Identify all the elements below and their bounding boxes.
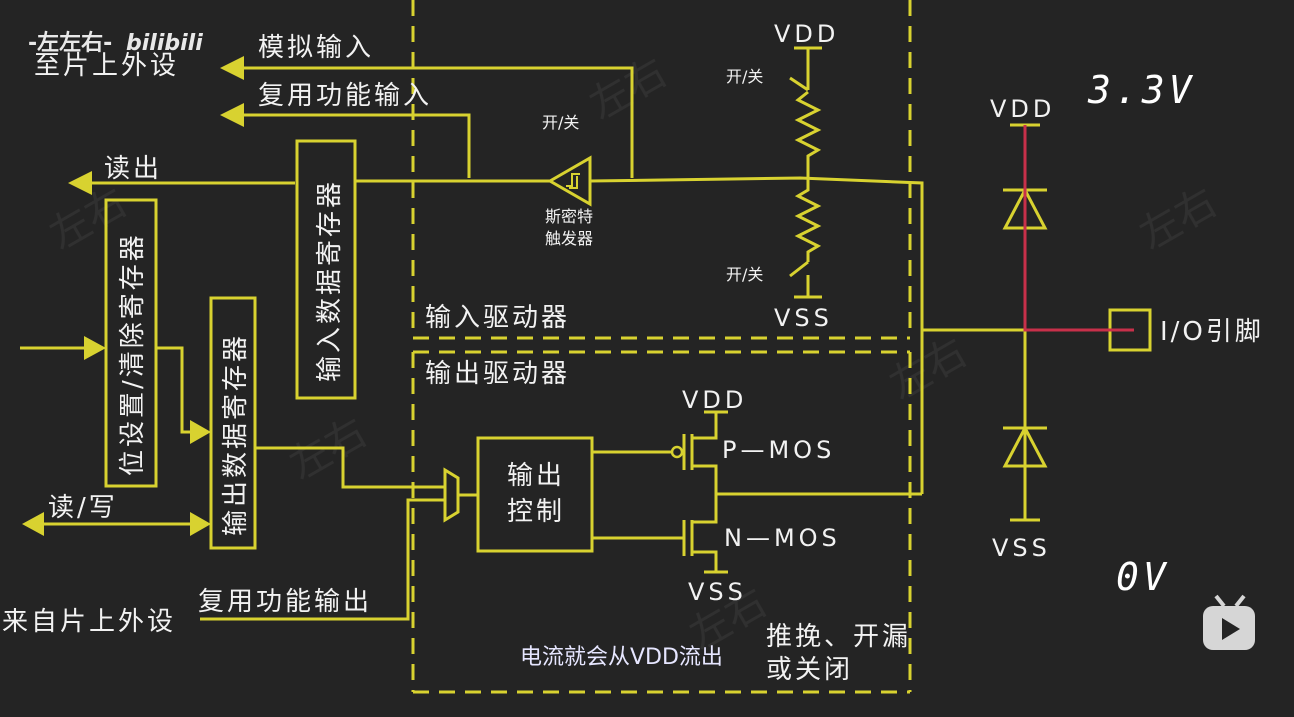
label-vdd-output: VDD <box>682 386 747 414</box>
label-mode-1: 推挽、开漏 <box>766 622 911 652</box>
label-input-data-register: 输入数据寄存器 <box>315 179 345 382</box>
alt-func-input-wire <box>240 113 471 178</box>
label-schmitt-2: 触发器 <box>545 229 593 248</box>
label-vss-pin: VSS <box>992 534 1051 562</box>
current-path-highlight <box>1023 125 1134 332</box>
label-vss-output: VSS <box>688 578 747 606</box>
svg-text:左右: 左右 <box>582 49 674 129</box>
lower-protection-diode <box>1002 424 1048 468</box>
label-read-write: 读/写 <box>48 493 118 523</box>
svg-text:左右: 左右 <box>882 329 974 409</box>
bsrr-to-odr-wire <box>156 346 198 434</box>
video-subtitle: 电流就会从VDD流出 <box>520 645 723 670</box>
watermark-text: -左左右- <box>28 30 112 56</box>
bit-set-clear-register <box>104 198 158 488</box>
label-voltage-high: 3.3V <box>1087 68 1196 112</box>
label-bit-set-clear-register: 位设置/清除寄存器 <box>118 232 148 476</box>
pmos-source <box>692 412 718 440</box>
label-nmos: N—MOS <box>724 524 841 552</box>
label-from-peripheral: 来自片上外设 <box>2 607 176 637</box>
bsrr-to-odr-arrow <box>190 420 211 444</box>
output-mux <box>443 467 460 523</box>
label-voltage-low: 0V <box>1116 555 1170 599</box>
label-to-peripheral: 至片上外设 <box>34 51 179 81</box>
label-read-out: 读出 <box>104 154 162 184</box>
label-io-pin: I/O引脚 <box>1160 317 1264 347</box>
alt-func-input-arrow <box>220 103 244 127</box>
odr-to-mux-wire <box>255 446 445 489</box>
label-schmitt-1: 斯密特 <box>545 207 593 226</box>
label-output-control-1: 输出 <box>507 461 565 491</box>
label-alt-func-input: 复用功能输入 <box>258 81 432 111</box>
label-vdd-top: VDD <box>774 20 839 48</box>
label-mode-2: 或关闭 <box>766 655 853 685</box>
read-write-arrow-left <box>22 512 44 536</box>
pmos-gate-bubble <box>670 445 684 459</box>
pullup-resistor <box>794 90 822 178</box>
alt-func-output-wire <box>200 498 445 621</box>
output-control-box <box>476 436 594 553</box>
write-input-arrow <box>84 336 106 360</box>
label-output-control-2: 控制 <box>507 497 565 527</box>
label-pmos: P—MOS <box>722 436 835 464</box>
bilibili-tv-icon[interactable] <box>1203 594 1255 650</box>
schmitt-to-pin-wire <box>589 176 924 330</box>
schmitt-trigger <box>546 155 592 207</box>
svg-text:左右: 左右 <box>1132 179 1224 259</box>
label-on-off-schmitt: 开/关 <box>542 113 579 132</box>
label-vss-top: VSS <box>774 304 833 332</box>
pullup-switch <box>789 76 809 92</box>
label-vdd-pin: VDD <box>990 95 1055 123</box>
label-input-driver: 输入驱动器 <box>425 303 570 333</box>
label-on-off-pulldown: 开/关 <box>726 265 763 284</box>
label-output-data-register: 输出数据寄存器 <box>221 333 251 536</box>
label-on-off-pullup: 开/关 <box>726 67 763 86</box>
watermark-logo: bilibili <box>126 31 203 56</box>
label-output-driver: 输出驱动器 <box>425 359 570 389</box>
read-out-arrow <box>68 171 92 195</box>
analog-input-wire <box>240 66 634 178</box>
output-data-register <box>209 296 257 550</box>
nmos-source <box>692 550 718 572</box>
analog-input-arrow <box>220 56 244 80</box>
input-data-register <box>295 139 357 400</box>
label-analog-input: 模拟输入 <box>258 33 374 63</box>
schmitt-hysteresis-symbol <box>566 173 580 187</box>
pmos-nmos-drain <box>692 464 718 524</box>
pulldown-resistor <box>794 178 822 262</box>
label-alt-func-output: 复用功能输出 <box>198 587 372 617</box>
read-write-arrow-right <box>190 512 211 536</box>
pulldown-switch <box>789 260 809 278</box>
schmitt-hysteresis-symbol-2 <box>569 176 578 189</box>
